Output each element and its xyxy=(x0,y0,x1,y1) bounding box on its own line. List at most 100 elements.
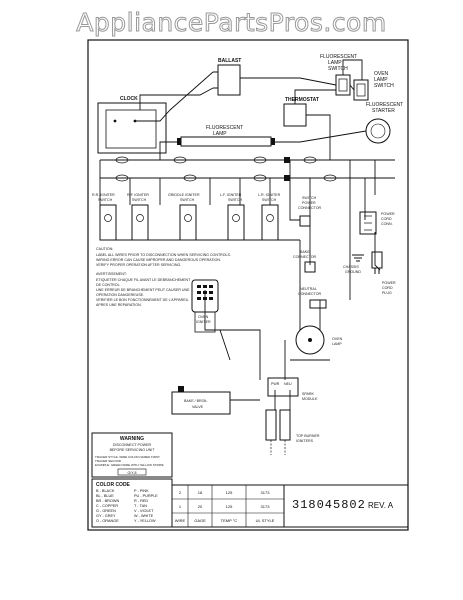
oven-lamp-switch: OVEN LAMP SWITCH xyxy=(353,71,394,101)
thermostat: THERMOSTAT xyxy=(283,97,319,127)
fl-lamp-switch-l1: FLUORESCENT xyxy=(320,54,357,60)
svg-text:SWITCH: SWITCH xyxy=(262,198,277,202)
svg-text:CORD: CORD xyxy=(382,286,393,290)
part-number: 318045802 xyxy=(292,498,366,512)
oven-lamp-switch-l2: LAMP xyxy=(374,77,388,83)
wire-spec-table: 2 18 125 3173 1 20 125 3173 WIRE GAGE TE… xyxy=(171,484,285,528)
wiring xyxy=(99,59,395,410)
svg-text:125: 125 xyxy=(226,490,233,495)
svg-text:3173: 3173 xyxy=(261,490,271,495)
svg-text:GAGE: GAGE xyxy=(194,518,206,523)
svg-text:P - PINK: P - PINK xyxy=(134,489,149,493)
svg-text:R - RED: R - RED xyxy=(134,499,148,503)
svg-text:OVEN: OVEN xyxy=(198,315,209,319)
ballast-label: BALLAST xyxy=(218,58,241,64)
svg-text:PWR: PWR xyxy=(271,382,280,386)
chassis-ground: CHASSIS GROUND xyxy=(343,254,364,274)
svg-text:UL STYLE: UL STYLE xyxy=(256,518,275,523)
clock: CLOCK xyxy=(97,96,167,154)
fluorescent-starter: FLUORESCENT STARTER xyxy=(365,102,403,144)
svg-text:POWER: POWER xyxy=(302,201,316,205)
svg-text:SWITCH: SWITCH xyxy=(302,196,317,200)
svg-text:PLUG: PLUG xyxy=(382,291,392,295)
svg-text:L.R. IGNITER: L.R. IGNITER xyxy=(258,193,281,197)
svg-text:CONNECTOR: CONNECTOR xyxy=(293,255,316,259)
svg-text:COLOR CODE: COLOR CODE xyxy=(96,482,131,488)
svg-text:SWITCH: SWITCH xyxy=(180,198,195,202)
svg-text:125: 125 xyxy=(226,504,233,509)
title-block: 318045802 REV. A xyxy=(283,484,409,528)
svg-text:R.F. IGNITER: R.F. IGNITER xyxy=(127,193,149,197)
caution-notes: CAUTION: LABEL ALL WIRES PRIOR TO DISCON… xyxy=(96,247,231,307)
svg-text:PU - PURPLE: PU - PURPLE xyxy=(134,494,158,498)
svg-text:Y - YELLOW: Y - YELLOW xyxy=(134,519,156,523)
svg-text:SWITCH: SWITCH xyxy=(228,198,243,202)
igniter-switch-lr: L.R. IGNITER SWITCH xyxy=(258,193,281,241)
svg-text:V - VIOLET: V - VIOLET xyxy=(134,509,154,513)
igniter-switch-lf: L.F. IGNITER SWITCH xyxy=(220,193,245,241)
svg-text:G/Y-8: G/Y-8 xyxy=(127,471,136,475)
svg-text:SWITCH: SWITCH xyxy=(98,198,113,202)
svg-text:POWER: POWER xyxy=(381,212,395,216)
ballast: BALLAST xyxy=(213,58,246,96)
svg-text:DE CONTROL.: DE CONTROL. xyxy=(96,283,121,287)
fl-lamp-switch-l3: SWITCH xyxy=(328,66,348,72)
svg-text:C - COPPER: C - COPPER xyxy=(96,504,118,508)
svg-text:TEMP °C: TEMP °C xyxy=(221,518,238,523)
svg-text:IGNITERS: IGNITERS xyxy=(296,439,314,443)
power-cord-plug: POWER CORD PLUG xyxy=(371,251,396,295)
svg-text:GRIDDLE IGNITER: GRIDDLE IGNITER xyxy=(168,193,200,197)
svg-text:LABEL ALL WIRES PRIOR TO DISCO: LABEL ALL WIRES PRIOR TO DISCONNECTION W… xyxy=(96,253,231,257)
color-code-box: COLOR CODE B - BLACK BL - BLUE BR - BROW… xyxy=(91,478,173,528)
svg-text:APRES UNE REPARATION.: APRES UNE REPARATION. xyxy=(96,303,142,307)
svg-text:18: 18 xyxy=(198,490,203,495)
svg-text:VALVE: VALVE xyxy=(192,405,204,409)
diagram-border xyxy=(87,39,409,531)
clock-label: CLOCK xyxy=(120,96,138,102)
revision: REV. A xyxy=(368,501,394,510)
fl-lamp-switch-l2: LAMP xyxy=(328,60,342,66)
avertissement-title: AVERTISSEMENT: xyxy=(96,272,127,276)
svg-text:TRACER STYLE: WIRE COLOR NAMED: TRACER STYLE: WIRE COLOR NAMED FIRST, xyxy=(95,455,161,459)
svg-text:R.R. IGNITER: R.R. IGNITER xyxy=(92,193,115,197)
svg-text:UNE ERREUR DE BRANCHEMENT PEUT: UNE ERREUR DE BRANCHEMENT PEUT CAUSER UN… xyxy=(96,288,190,292)
top-burner-igniters: TOP BURNER IGNITERS xyxy=(265,409,320,455)
svg-text:OVEN: OVEN xyxy=(332,337,343,341)
svg-text:G - GREEN: G - GREEN xyxy=(96,509,116,513)
svg-text:BL - BLUE: BL - BLUE xyxy=(96,494,114,498)
svg-text:NEU: NEU xyxy=(284,382,292,386)
neutral-connector: NEUTRAL CONNECTOR xyxy=(298,287,327,309)
svg-text:ETIQUETER CHAQUE FIL AVANT LE: ETIQUETER CHAQUE FIL AVANT LE DEBRANCHEM… xyxy=(96,278,191,282)
svg-text:20: 20 xyxy=(198,504,203,509)
svg-text:IGNITER: IGNITER xyxy=(196,320,211,324)
svg-text:BAKE: BAKE xyxy=(300,250,310,254)
svg-text:VERIFIER LE BON FONCTIONNEMENT: VERIFIER LE BON FONCTIONNEMENT DE L'APPA… xyxy=(96,298,189,302)
fl-lamp-l1: FLUORESCENT xyxy=(206,125,243,131)
svg-text:EXAMPLE: GREEN WIRE WITH YELLO: EXAMPLE: GREEN WIRE WITH YELLOW STRIPE xyxy=(95,463,164,467)
svg-text:VERIFY PROPER OPERATION AFTER: VERIFY PROPER OPERATION AFTER SERVICING. xyxy=(96,263,181,267)
igniter-switch-rr: R.R. IGNITER SWITCH xyxy=(92,193,117,241)
svg-text:WIRING ERROR CAN CAUSE IMPROPE: WIRING ERROR CAN CAUSE IMPROPER AND DANG… xyxy=(96,258,221,262)
connector-markers xyxy=(115,156,337,182)
igniter-switch-griddle: GRIDDLE IGNITER SWITCH xyxy=(168,193,200,241)
svg-text:OPERATION DANGEREUSE.: OPERATION DANGEREUSE. xyxy=(96,293,144,297)
svg-text:BEFORE SERVICING UNIT: BEFORE SERVICING UNIT xyxy=(110,448,156,452)
svg-text:W - WHITE: W - WHITE xyxy=(134,514,154,518)
svg-text:POWER: POWER xyxy=(382,281,396,285)
fluorescent-lamp: FLUORESCENT LAMP xyxy=(177,125,275,147)
fl-starter-l2: STARTER xyxy=(372,108,395,114)
bake-connector: BAKE CONNECTOR xyxy=(293,250,316,273)
svg-text:DISCONNECT POWER: DISCONNECT POWER xyxy=(113,443,152,447)
svg-text:TRACER SECOND: TRACER SECOND xyxy=(95,459,122,463)
watermark: AppliancePartsPros.com xyxy=(76,8,387,38)
warning-box: WARNING DISCONNECT POWER BEFORE SERVICIN… xyxy=(91,432,173,478)
caution-title: CAUTION: xyxy=(96,247,113,251)
bake-broil-valve: BAKE / BROIL VALVE xyxy=(171,386,231,415)
oven-lamp-switch-l1: OVEN xyxy=(374,71,389,77)
svg-text:GY - GREY: GY - GREY xyxy=(96,514,116,518)
svg-text:CONNECTOR: CONNECTOR xyxy=(298,206,321,210)
fl-lamp-l2: LAMP xyxy=(213,131,227,137)
svg-text:CORD: CORD xyxy=(381,217,392,221)
svg-text:O - ORANGE: O - ORANGE xyxy=(96,519,119,523)
